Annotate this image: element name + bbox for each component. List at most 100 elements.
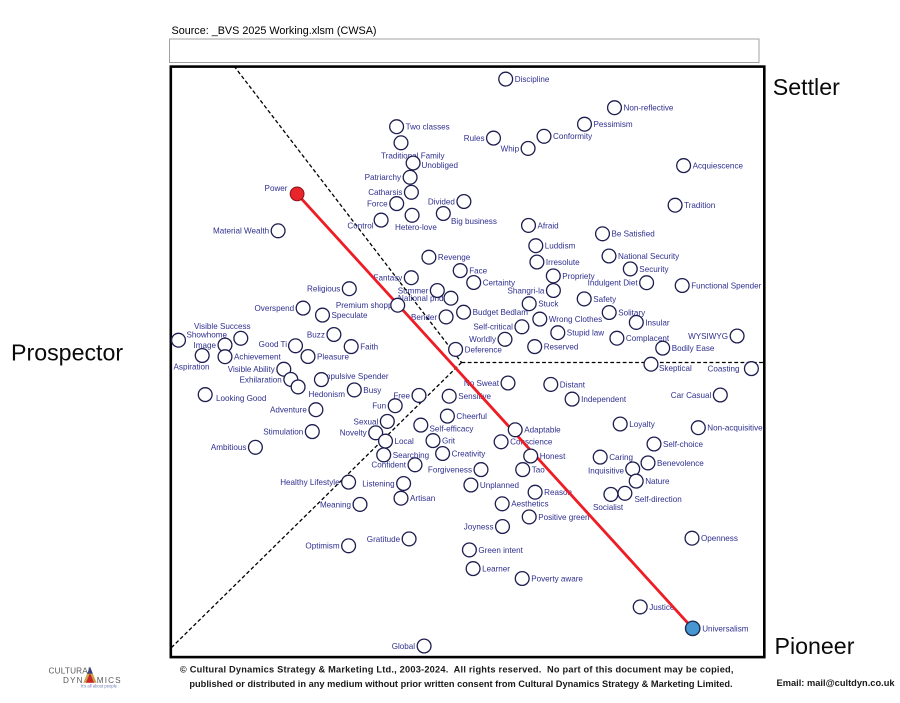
svg-text:Self-critical: Self-critical [473, 323, 513, 332]
svg-text:Adaptable: Adaptable [524, 426, 561, 435]
svg-text:Stuck: Stuck [538, 300, 559, 309]
svg-text:Religious: Religious [307, 285, 340, 294]
svg-text:Unplanned: Unplanned [480, 481, 519, 490]
svg-text:Reason: Reason [544, 488, 572, 497]
svg-text:Image: Image [194, 341, 217, 350]
svg-text:Be Satisfied: Be Satisfied [612, 230, 655, 239]
svg-text:© Cultural Dynamics Strategy &: © Cultural Dynamics Strategy & Marketing… [180, 665, 734, 675]
svg-text:Free: Free [393, 391, 410, 400]
svg-text:Creativity: Creativity [452, 449, 487, 458]
svg-text:Distant: Distant [560, 380, 586, 389]
svg-text:Email: mail@cultdyn.co.uk: Email: mail@cultdyn.co.uk [777, 678, 896, 688]
svg-text:Global: Global [392, 642, 416, 651]
svg-text:Confident: Confident [371, 461, 406, 470]
svg-text:Grit: Grit [442, 437, 456, 446]
svg-text:Coasting: Coasting [708, 365, 740, 374]
svg-text:Non-reflective: Non-reflective [624, 104, 674, 113]
svg-text:Good Ti: Good Ti [259, 340, 288, 349]
svg-text:Control: Control [347, 222, 373, 231]
svg-text:It's all about people: It's all about people [81, 683, 118, 688]
svg-text:Non-acquisitive: Non-acquisitive [707, 424, 763, 433]
svg-text:Sensitive: Sensitive [458, 392, 491, 401]
svg-text:Loyalty: Loyalty [629, 420, 656, 429]
svg-text:Impulsive Spender: Impulsive Spender [322, 372, 389, 381]
svg-text:Source: _BVS 2025 Working.xlsm: Source: _BVS 2025 Working.xlsm (CWSA) [172, 25, 377, 37]
svg-text:Speculate: Speculate [332, 311, 368, 320]
svg-text:Adventure: Adventure [270, 406, 307, 415]
svg-text:Healthy Lifestyle: Healthy Lifestyle [280, 478, 340, 487]
svg-text:Looking Good: Looking Good [216, 394, 266, 403]
svg-text:Cheerful: Cheerful [456, 412, 487, 421]
svg-text:Positive green: Positive green [538, 513, 589, 522]
svg-text:Meaning: Meaning [320, 500, 351, 509]
svg-text:Novelty: Novelty [340, 429, 368, 438]
svg-text:Afraid: Afraid [538, 221, 559, 230]
svg-text:Poverty aware: Poverty aware [531, 574, 583, 583]
svg-text:WYSIWYG: WYSIWYG [688, 332, 728, 341]
svg-text:Openness: Openness [701, 534, 738, 543]
svg-text:Local: Local [395, 437, 415, 446]
svg-text:Big business: Big business [451, 217, 497, 226]
svg-text:Overspend: Overspend [255, 304, 295, 313]
svg-text:Worldly: Worldly [469, 335, 497, 344]
svg-text:National Security: National Security [618, 252, 680, 261]
svg-text:Face: Face [469, 267, 487, 276]
svg-text:Budget Bedlam: Budget Bedlam [473, 308, 529, 317]
svg-text:DYN: DYN [63, 676, 84, 685]
svg-text:Divided: Divided [428, 197, 455, 206]
svg-text:Fun: Fun [372, 402, 386, 411]
svg-text:Buzz: Buzz [307, 330, 325, 339]
svg-text:Power: Power [265, 184, 288, 193]
svg-text:Security: Security [639, 265, 669, 274]
svg-text:National pride: National pride [398, 294, 448, 303]
svg-text:Functional Spender: Functional Spender [691, 281, 761, 290]
svg-text:Independent: Independent [581, 395, 627, 404]
svg-text:Honest: Honest [540, 452, 566, 461]
svg-text:Hedonism: Hedonism [309, 390, 346, 399]
svg-text:Inquisitive: Inquisitive [588, 467, 624, 476]
svg-text:Reserved: Reserved [544, 343, 579, 352]
svg-text:Busy: Busy [363, 386, 382, 395]
svg-text:Listening: Listening [362, 479, 394, 488]
svg-text:Bender: Bender [411, 313, 437, 322]
svg-text:Solitary: Solitary [618, 308, 646, 317]
svg-text:Showhome: Showhome [187, 330, 228, 339]
svg-text:Acquiescence: Acquiescence [693, 162, 744, 171]
svg-text:Caring: Caring [609, 453, 633, 462]
svg-text:Conformity: Conformity [553, 132, 593, 141]
svg-text:Visible Success: Visible Success [194, 322, 251, 331]
svg-text:Indulgent Diet: Indulgent Diet [588, 279, 639, 288]
svg-text:Green intent: Green intent [478, 546, 523, 555]
svg-text:Faith: Faith [360, 343, 378, 352]
svg-text:Universalism: Universalism [702, 624, 749, 633]
svg-text:Luddism: Luddism [545, 242, 576, 251]
svg-text:Bodily Ease: Bodily Ease [672, 344, 715, 353]
svg-text:Pleasure: Pleasure [317, 352, 349, 361]
svg-text:Exhilaration: Exhilaration [240, 375, 282, 384]
svg-text:Force: Force [367, 200, 388, 209]
svg-text:Shangri-la: Shangri-la [507, 286, 544, 295]
svg-text:Sexual: Sexual [354, 417, 379, 426]
svg-text:Artisan: Artisan [410, 494, 435, 503]
svg-text:Discipline: Discipline [515, 75, 550, 84]
svg-text:Justice: Justice [649, 603, 675, 612]
svg-text:Learner: Learner [482, 565, 510, 574]
svg-text:Unobliged: Unobliged [422, 161, 458, 170]
svg-text:Material Wealth: Material Wealth [213, 227, 269, 236]
svg-text:Visible Ability: Visible Ability [228, 365, 276, 374]
svg-text:Pessimism: Pessimism [594, 120, 633, 129]
svg-text:Nature: Nature [645, 477, 670, 486]
svg-text:Ambitious: Ambitious [211, 443, 247, 452]
svg-text:Hetero-love: Hetero-love [395, 223, 437, 232]
svg-text:Car Casual: Car Casual [671, 391, 712, 400]
svg-text:Patriarchy: Patriarchy [365, 173, 402, 182]
svg-text:Self-choice: Self-choice [663, 440, 704, 449]
svg-text:Propriety: Propriety [562, 272, 595, 281]
svg-text:published or distributed in an: published or distributed in any medium w… [189, 679, 732, 689]
svg-text:Socialist: Socialist [593, 503, 624, 512]
svg-text:Summer: Summer [398, 286, 429, 295]
svg-text:Certainty: Certainty [483, 278, 516, 287]
svg-text:Conscience: Conscience [510, 438, 553, 447]
svg-text:Aspiration: Aspiration [174, 363, 210, 372]
svg-text:Self-direction: Self-direction [635, 495, 682, 504]
